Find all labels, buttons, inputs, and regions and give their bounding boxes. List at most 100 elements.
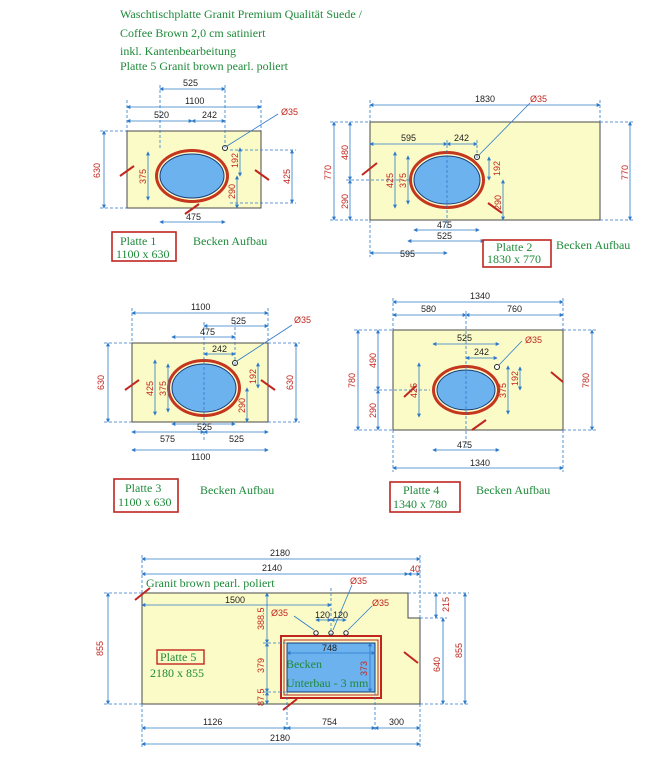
plate-1-dim-630: 630 <box>92 163 102 178</box>
plate-1-dim-192: 192 <box>230 153 240 168</box>
plate-3-dim-630-left: 630 <box>96 375 106 390</box>
plate-4-drawing: 1340 580 760 525 Ø35 242 490 780 290 425… <box>347 291 596 513</box>
plate-2-drawing: 1830 Ø35 595 242 480 770 290 425 375 192… <box>323 94 635 268</box>
plate-1-size: 1100 x 630 <box>116 247 170 261</box>
plate-2-dim-1830: 1830 <box>475 94 495 104</box>
plate-3-dim-525-right: 525 <box>229 434 244 444</box>
plate-5-dim-120-a: 120 <box>315 610 330 620</box>
header-line-1: Waschtischplatte Granit Premium Qualität… <box>120 7 363 21</box>
plate-5-dim-2180-bottom: 2180 <box>270 733 290 743</box>
plate-5-dim-640: 640 <box>432 657 442 672</box>
plate-5-dim-2180-top: 2180 <box>270 548 290 558</box>
plate-1-dim-425: 425 <box>282 169 292 184</box>
plate-5-dim-hole-2: Ø35 <box>372 598 389 608</box>
plate-2-dim-hole: Ø35 <box>530 94 547 104</box>
plate-4-dim-525: 525 <box>457 333 472 343</box>
plate-2-dim-242: 242 <box>454 133 469 143</box>
plate-5-dim-388-5: 388.5 <box>256 607 266 630</box>
plate-1-dim-525: 525 <box>183 78 198 88</box>
header-line-4: Platte 5 Granit brown pearl. poliert <box>120 59 289 73</box>
plate-2-dim-480: 480 <box>340 145 350 160</box>
plate-1-name: Platte 1 <box>120 234 156 248</box>
plate-2-dim-525: 525 <box>437 231 452 241</box>
plate-5-material: Granit brown pearl. poliert <box>146 576 275 590</box>
plate-3-dim-1100-bottom: 1100 <box>191 452 210 462</box>
plate-2-dim-475: 475 <box>437 220 452 230</box>
plate-1-basin <box>159 153 225 199</box>
plate-4-dim-375: 375 <box>498 383 508 398</box>
plate-5-tap-hole-3 <box>343 630 349 636</box>
plate-5-dim-300: 300 <box>389 717 404 727</box>
plate-2-dim-770-right: 770 <box>620 165 630 180</box>
plate-3-dim-575: 575 <box>160 434 175 444</box>
plate-4-dim-580: 580 <box>421 304 436 314</box>
plate-5-basin-label: Becken <box>286 657 322 671</box>
plate-4-basin <box>436 369 496 411</box>
plate-3-dim-1100-top: 1100 <box>191 302 210 312</box>
header-line-2: Coffee Brown 2,0 cm satiniert <box>120 26 266 40</box>
plate-1-dim-475: 475 <box>186 212 201 222</box>
plate-5-tap-hole-1 <box>313 630 319 636</box>
plate-1-dim-375: 375 <box>138 169 148 184</box>
plate-5-dim-40: 40 <box>410 564 420 574</box>
plate-4-dim-hole: Ø35 <box>525 335 542 345</box>
plate-4-dim-780-right: 780 <box>581 373 591 388</box>
plate-1-dim-242: 242 <box>202 110 217 120</box>
plate-3-drawing: 1100 Ø35 475 525 242 630 425 375 290 192… <box>96 302 311 513</box>
plate-4-dim-242: 242 <box>474 347 489 357</box>
plate-4-dim-290: 290 <box>368 403 378 418</box>
plate-4-size: 1340 x 780 <box>393 497 447 511</box>
plate-5-name: Platte 5 <box>160 650 196 664</box>
plate-3-name: Platte 3 <box>125 481 161 495</box>
plate-4-dim-1340-bottom: 1340 <box>470 458 490 468</box>
plate-5-dim-748: 748 <box>322 643 337 653</box>
plate-2-dim-595: 595 <box>401 133 416 143</box>
plate-5-dim-120-b: 120 <box>333 610 348 620</box>
plate-1-dim-520: 520 <box>154 110 169 120</box>
plate-1-basin-label: Becken Aufbau <box>193 234 267 248</box>
plate-4-dim-760: 760 <box>507 304 522 314</box>
plate-2-name: Platte 2 <box>496 240 532 254</box>
plate-3-dim-525-mid: 525 <box>197 422 212 432</box>
plate-3-size: 1100 x 630 <box>118 495 172 509</box>
plate-5-dim-1126: 1126 <box>203 717 222 727</box>
plate-4-dim-780-left: 780 <box>347 373 357 388</box>
plate-1-dim-1100: 1100 <box>185 96 204 106</box>
plate-2-dim-375: 375 <box>398 173 408 188</box>
plate-4-dim-425: 425 <box>409 383 419 398</box>
plate-5-dim-87-5: 87.5 <box>256 688 266 706</box>
plate-1-drawing: 525 1100 520 242 Ø35 630 375 290 192 425… <box>92 78 298 262</box>
plate-3-dim-hole: Ø35 <box>294 315 311 325</box>
plate-3-dim-192: 192 <box>248 369 258 384</box>
plate-2-size: 1830 x 770 <box>487 252 541 266</box>
plate-5-dim-373: 373 <box>359 661 369 676</box>
plate-5-drawing: 2180 2140 40 Granit brown pearl. poliert… <box>95 548 469 748</box>
plate-4-name: Platte 4 <box>403 483 439 497</box>
plate-2-dim-595-bottom: 595 <box>400 249 415 259</box>
plate-1-dim-hole: Ø35 <box>281 107 298 117</box>
plate-4-dim-192: 192 <box>510 371 520 386</box>
plate-5-dim-hole-1: Ø35 <box>350 576 367 586</box>
plate-3-basin-label: Becken Aufbau <box>200 483 274 497</box>
plate-4-dim-1340-top: 1340 <box>470 291 490 301</box>
plate-3-dim-630-right: 630 <box>285 375 295 390</box>
plate-5-dim-855-left: 855 <box>95 641 105 656</box>
plate-3-dim-375: 375 <box>158 381 168 396</box>
plate-2-dim-290-left: 290 <box>340 194 350 209</box>
plate-4-basin-label: Becken Aufbau <box>476 483 550 497</box>
plate-5-dim-379: 379 <box>256 658 266 673</box>
plate-5-dim-855-right: 855 <box>454 643 464 658</box>
plate-5-dim-1500: 1500 <box>225 595 245 605</box>
plate-2-dim-192: 192 <box>492 161 502 176</box>
plate-2-dim-425: 425 <box>385 173 395 188</box>
plate-3-dim-290: 290 <box>237 398 247 413</box>
plate-3-dim-475: 475 <box>200 327 215 337</box>
plate-4-dim-475: 475 <box>457 440 472 450</box>
plate-2-dim-290-right: 290 <box>493 195 503 210</box>
header-line-3: inkl. Kantenbearbeitung <box>120 44 236 58</box>
plate-5-dim-754: 754 <box>322 717 337 727</box>
plate-4-tap-hole <box>494 364 500 370</box>
plate-3-dim-242: 242 <box>212 344 227 354</box>
